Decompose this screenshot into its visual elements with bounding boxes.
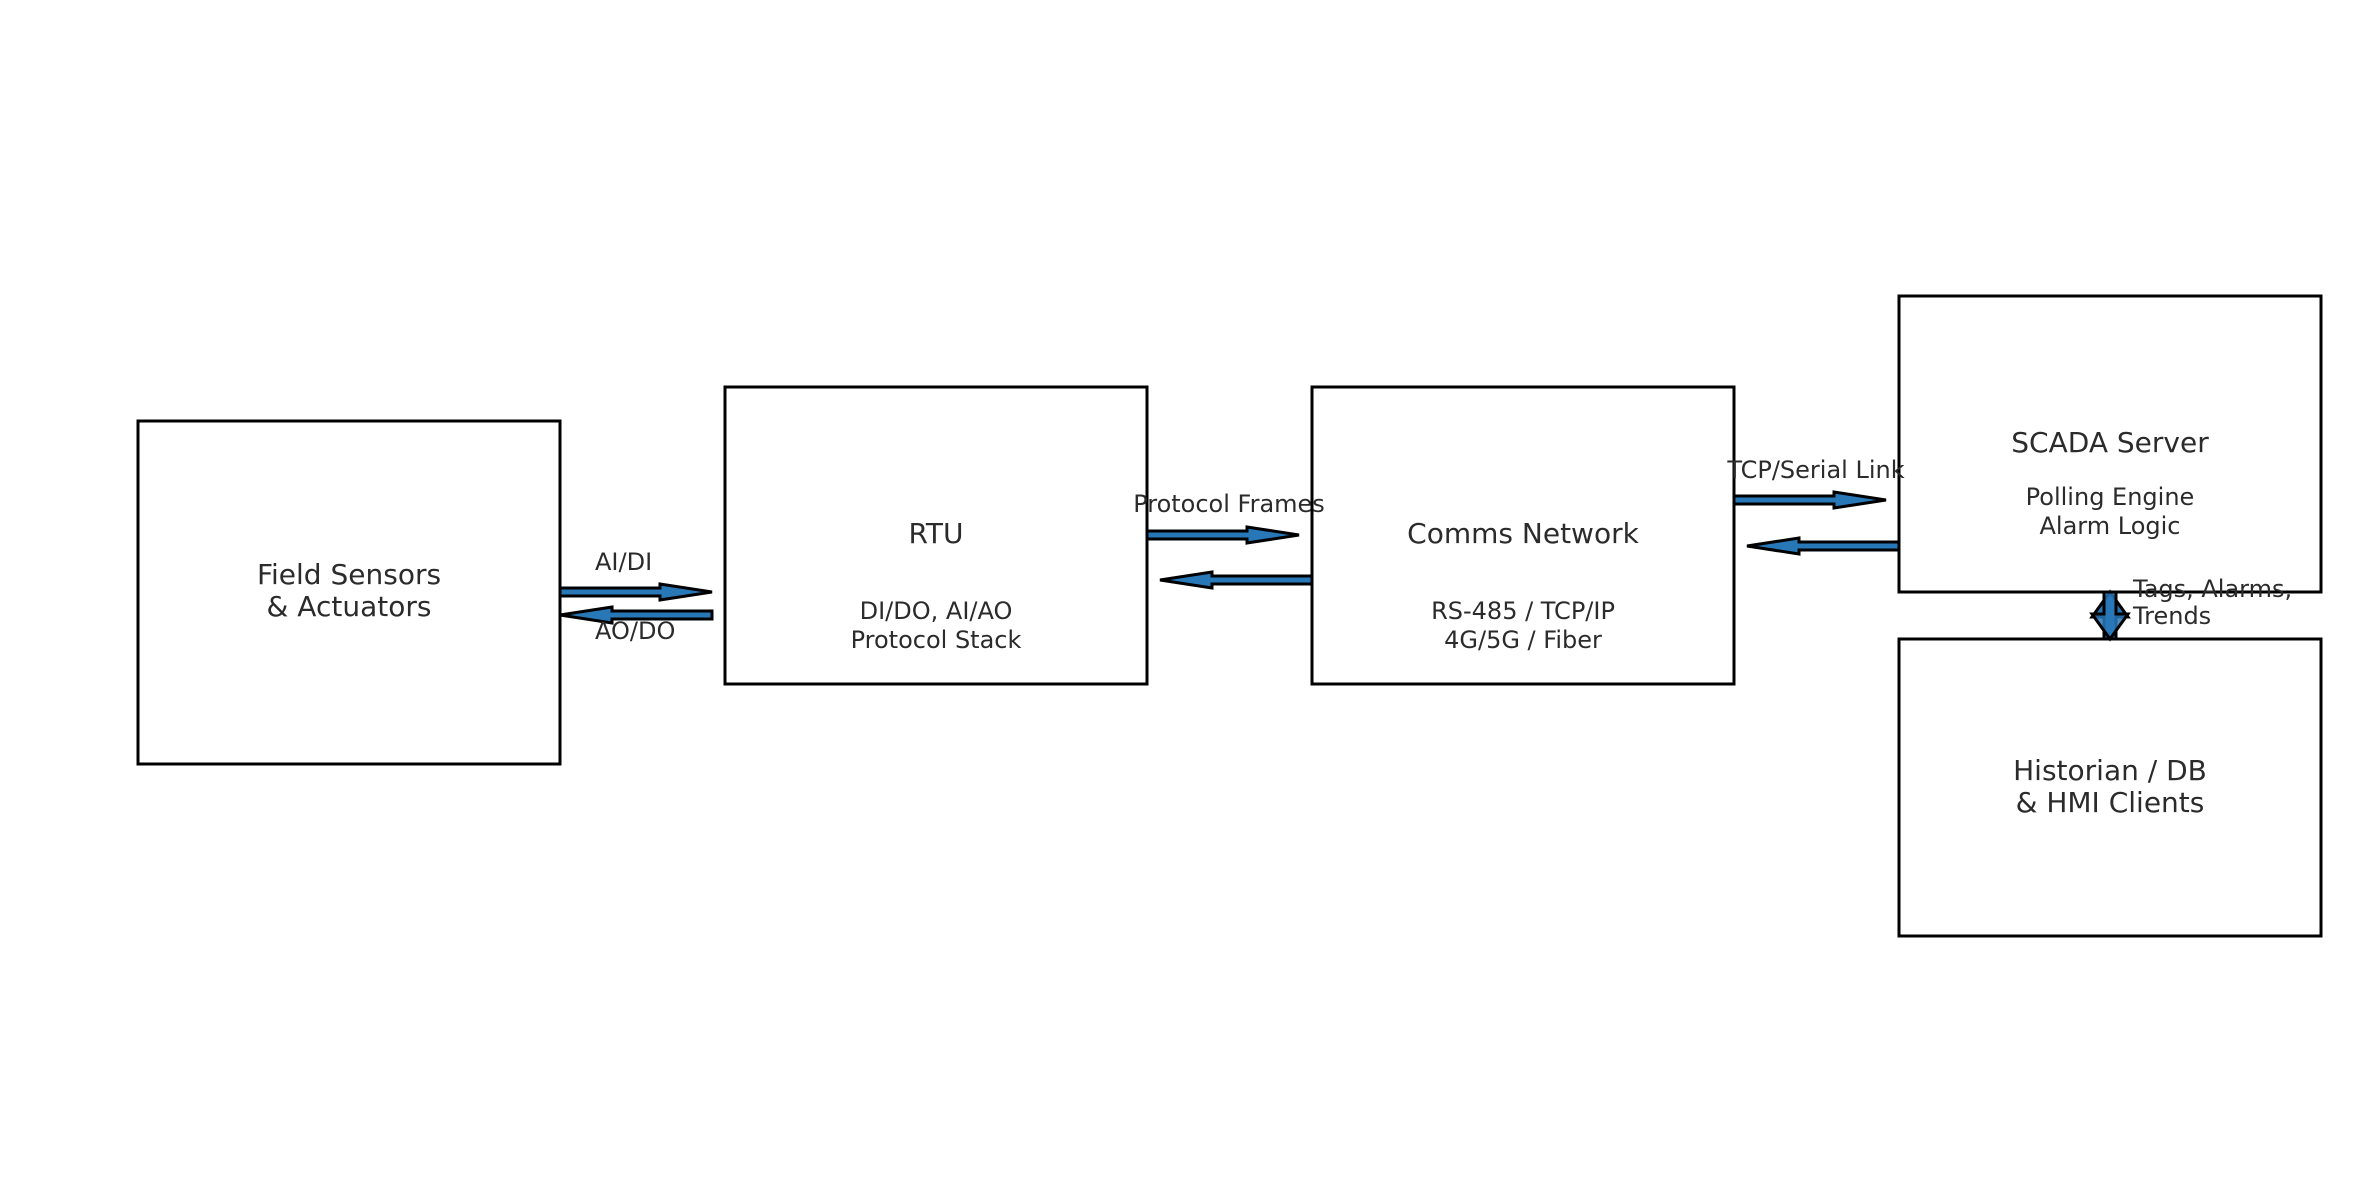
edge-label-protocol-frames: Protocol Frames bbox=[1133, 490, 1325, 518]
edge-label-tcp-serial-link: TCP/Serial Link bbox=[1726, 456, 1904, 484]
comms-network-detail-line2: 4G/5G / Fiber bbox=[1444, 626, 1602, 654]
arrow-rtu-to-field bbox=[559, 605, 714, 625]
field-sensors-title-line1: Field Sensors bbox=[257, 558, 441, 591]
rtu-box bbox=[723, 385, 1149, 686]
edge-label-ai-di: AI/DI bbox=[595, 548, 652, 576]
rtu-title: RTU bbox=[908, 517, 963, 550]
edge-label-tags-alarms-line2: Trends bbox=[2132, 602, 2211, 630]
node-historian-hmi: Historian / DB & HMI Clients bbox=[1897, 637, 2323, 938]
historian-hmi-title-line2: & HMI Clients bbox=[2016, 786, 2205, 819]
historian-hmi-box bbox=[1897, 637, 2323, 938]
edge-label-tags-alarms-line1: Tags, Alarms, bbox=[2132, 575, 2292, 603]
node-field-sensors: Field Sensors & Actuators bbox=[136, 419, 562, 766]
arrow-comms-to-rtu bbox=[1159, 570, 1314, 590]
scada-server-title: SCADA Server bbox=[2011, 426, 2209, 459]
rtu-detail-line2: Protocol Stack bbox=[851, 626, 1022, 654]
comms-network-detail-line1: RS-485 / TCP/IP bbox=[1431, 597, 1615, 625]
comms-network-title: Comms Network bbox=[1407, 517, 1639, 550]
comms-network-box bbox=[1310, 385, 1736, 686]
historian-hmi-title-line1: Historian / DB bbox=[2013, 754, 2207, 787]
scada-server-box bbox=[1897, 294, 2323, 594]
node-scada-server: SCADA Server Polling Engine Alarm Logic bbox=[1897, 294, 2323, 594]
scada-server-detail-line1: Polling Engine bbox=[2026, 483, 2195, 511]
arrow-rtu-to-comms bbox=[1145, 525, 1300, 545]
rtu-detail-line1: DI/DO, AI/AO bbox=[860, 597, 1013, 625]
field-sensors-title-line2: & Actuators bbox=[267, 590, 432, 623]
node-rtu: RTU DI/DO, AI/AO Protocol Stack bbox=[723, 385, 1149, 686]
arrow-scada-to-comms bbox=[1746, 536, 1901, 556]
arrow-historian-scada bbox=[2089, 590, 2131, 642]
scada-server-detail-line2: Alarm Logic bbox=[2040, 512, 2181, 540]
edge-label-ao-do: AO/DO bbox=[595, 617, 675, 645]
arrow-comms-to-scada bbox=[1732, 490, 1887, 510]
node-comms-network: Comms Network RS-485 / TCP/IP 4G/5G / Fi… bbox=[1310, 385, 1736, 686]
arrow-field-to-rtu bbox=[558, 582, 713, 602]
field-sensors-box bbox=[136, 419, 562, 766]
